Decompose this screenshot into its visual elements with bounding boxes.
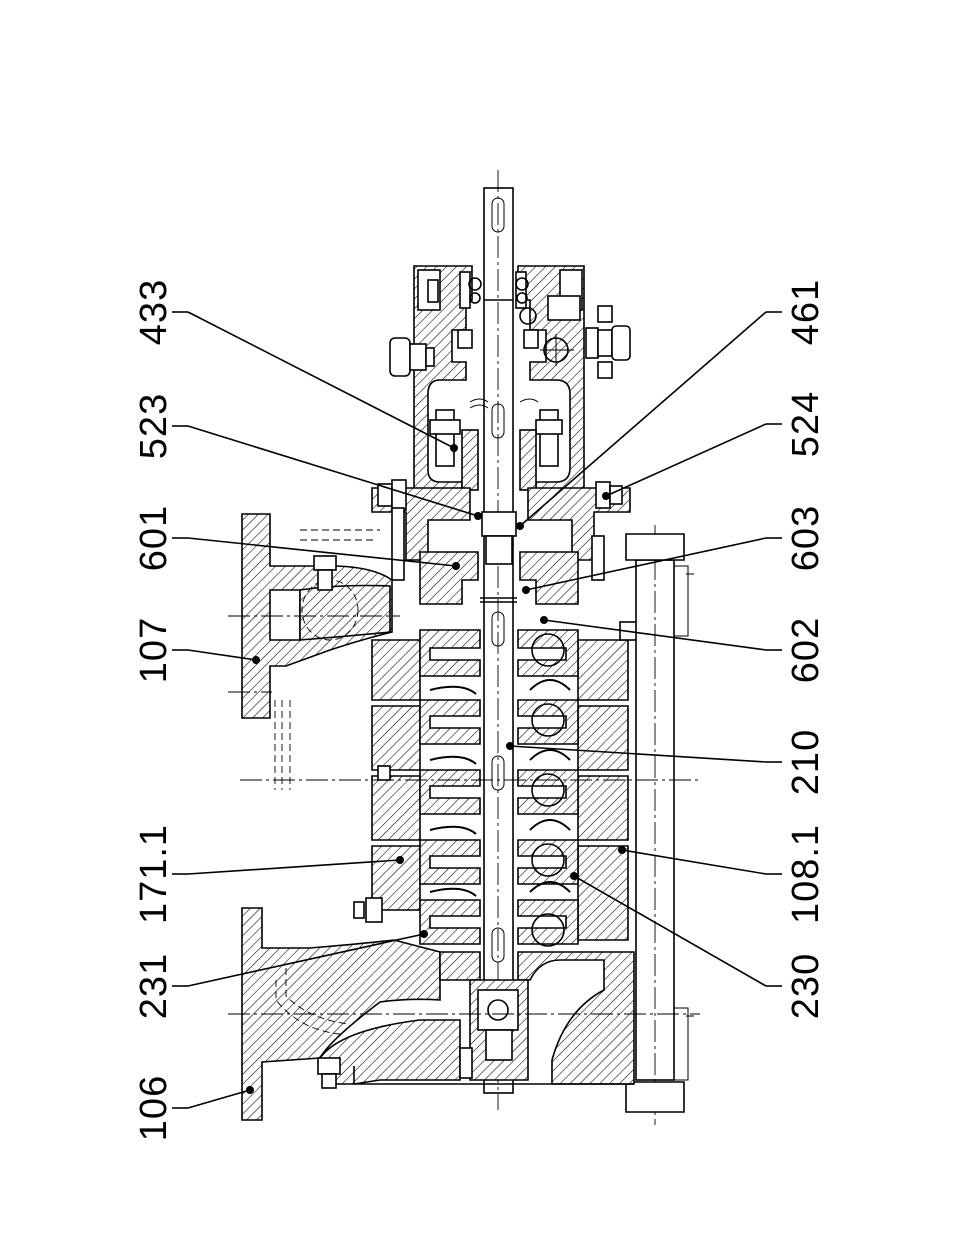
callout-106: 106	[133, 1075, 175, 1141]
callout-461: 461	[785, 279, 827, 345]
tie-bolt	[626, 525, 694, 1125]
callouts-left: 433 523 601 107 171.1 231 106	[133, 279, 175, 1141]
callout-210: 210	[785, 729, 827, 795]
callout-602: 602	[785, 617, 827, 683]
callout-231: 231	[133, 953, 175, 1019]
shaft	[480, 170, 517, 1110]
callout-107: 107	[133, 617, 175, 683]
callout-603: 603	[785, 505, 827, 571]
callouts-right: 461 524 603 602 210 108.1 230	[785, 279, 827, 1019]
callout-230: 230	[785, 953, 827, 1019]
callout-108-1: 108.1	[785, 824, 827, 924]
callout-524: 524	[785, 391, 827, 457]
callout-523: 523	[133, 393, 175, 459]
callout-171-1: 171.1	[133, 824, 175, 924]
callout-601: 601	[133, 505, 175, 571]
callout-433: 433	[133, 279, 175, 345]
